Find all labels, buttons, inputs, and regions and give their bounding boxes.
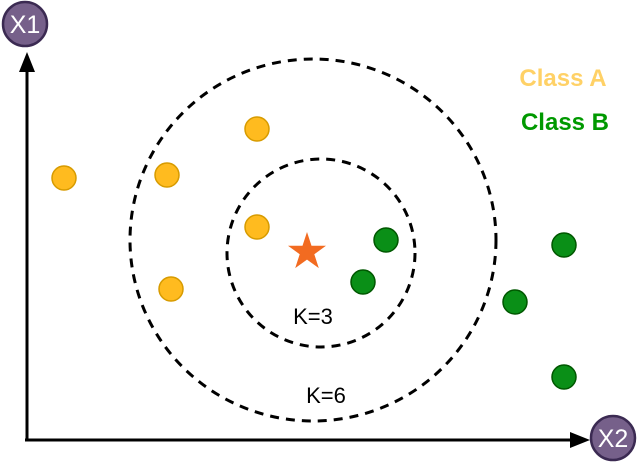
inner-neighborhood-ring [225, 157, 417, 349]
class-b-point [551, 364, 577, 390]
class-a-point [51, 165, 77, 191]
legend-class-a: Class A [519, 65, 606, 92]
legend-class-b: Class B [521, 109, 609, 136]
class-b-point [502, 289, 528, 315]
x-axis-label: X2 [598, 425, 629, 453]
x-axis-badge-circle [589, 414, 637, 462]
x-axis-badge: X2 [589, 414, 637, 462]
class-b-point [551, 232, 577, 258]
inner-k-label: K=3 [293, 304, 333, 329]
y-axis-label: X1 [10, 11, 41, 39]
class-b-point [350, 269, 376, 295]
x-axis-arrow-icon [570, 432, 590, 448]
class-a-point [154, 162, 180, 188]
class-a-point [158, 276, 184, 302]
y-axis-arrow-icon [19, 52, 35, 72]
class-a-point [244, 116, 270, 142]
class-a-point [244, 214, 270, 240]
query-star-icon [288, 232, 326, 269]
outer-k-label: K=6 [306, 383, 346, 408]
y-axis-badge: X1 [1, 0, 49, 48]
outer-neighborhood-ring [128, 57, 498, 423]
class-b-point [373, 227, 399, 253]
y-axis-badge-circle [1, 0, 49, 48]
